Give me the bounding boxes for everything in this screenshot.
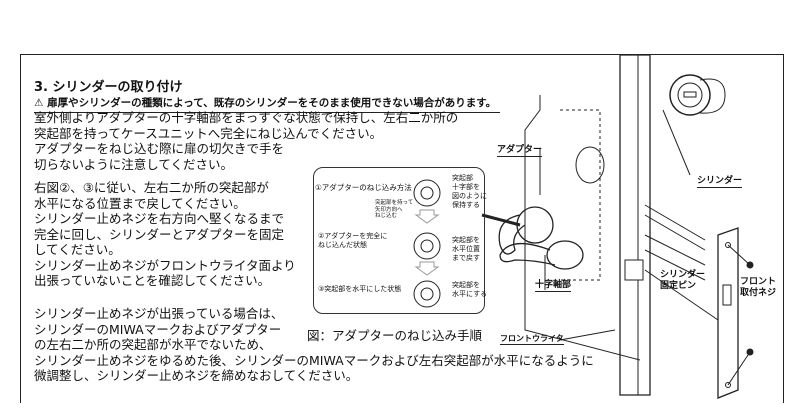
step-1-label: ①アダプターのねじ込み方法: [315, 183, 412, 192]
inset-knobs: [413, 179, 441, 308]
text-line: シリンダーのMIWAマークおよびアダプター: [34, 321, 282, 337]
text-line: 突起部を: [452, 281, 480, 289]
text-line: 突起部: [452, 174, 473, 182]
lever-handle-icon: [498, 206, 584, 270]
step-1-side: 突起部 十字部を 図のように 保持する: [452, 174, 487, 210]
paragraph-2: 右図②、③に従い、左右二か所の突起部が 水平になる位置まで戻してください。 シリ…: [34, 180, 296, 289]
text-line: シリンダー止めネジが出張っている場合は、: [34, 306, 284, 321]
text-line: シリンダー: [660, 270, 706, 280]
section-title: 3. シリンダーの取り付け: [34, 80, 183, 95]
text-line: 十字部を: [452, 183, 480, 191]
text-line: 完全に回し、シリンダーとアダプターを固定: [34, 226, 285, 242]
text-line: してください。: [34, 242, 121, 257]
text-line: 微調整し、シリンダー止めネジを締めなおしてください。: [34, 368, 359, 383]
screw-icon: [746, 261, 754, 356]
text-line: 水平位置: [452, 245, 480, 253]
cylinder-icon: [669, 74, 726, 116]
text-line: まで戻す: [452, 254, 480, 262]
lock-case-front: [619, 54, 651, 396]
page-frame: [20, 54, 784, 403]
figure-caption: 図：アダプターのねじ込み手順: [307, 328, 483, 343]
text-line: 取付ネジ: [740, 288, 777, 298]
text-line: 右図②、③に従い、左右二か所の突起部が: [34, 180, 269, 195]
label-adapter: アダプター: [497, 145, 543, 157]
label-front-writer: フロントウライタ: [500, 334, 564, 345]
step-2-label: ②アダプターを完全に ねじ込んだ状態: [318, 232, 387, 250]
text-line: ねじ込む: [375, 213, 398, 219]
text-line: 出張っていないことを確認してください。: [34, 273, 271, 288]
step-1-note: 突起部を持って 矢印方向へ ねじ込む: [375, 200, 413, 220]
text-line: フロント: [740, 277, 777, 287]
text-line: 水平になる位置まで戻してください。: [34, 195, 246, 211]
label-cross-shaft: 十字軸部: [535, 280, 572, 292]
text-line: 突起部を持って: [375, 200, 414, 206]
step-3-label: ③突起部を水平にした状態: [318, 285, 402, 293]
text-line: ねじ込んだ状態: [318, 241, 367, 249]
text-line: シリンダー止めネジを右方向へ堅くなるまで: [34, 211, 285, 226]
step-2-side: 突起部を 水平位置 まで戻す: [452, 236, 480, 263]
text-line: 図のように: [452, 192, 487, 200]
text-line: 突起部を: [452, 236, 480, 244]
step-3-side: 突起部を 水平にする: [452, 281, 487, 299]
text-line: 固定ピン: [660, 281, 697, 291]
label-cylinder: シリンダー: [697, 176, 743, 188]
warning-note: ⚠ 扉厚やシリンダーの種類によって、既存のシリンダーをそのまま使用できない場合が…: [34, 96, 501, 113]
text-line: アダプターをねじ込む際に扉の切欠きで手を: [34, 141, 285, 156]
text-line: シリンダー止めネジがフロントウライタ面より: [34, 257, 296, 273]
paragraph-3: シリンダー止めネジが出張っている場合は、 シリンダーのMIWAマークおよびアダプ…: [34, 306, 594, 384]
front-plate: [717, 227, 739, 399]
text-line: 切らないように注意してください。: [34, 156, 234, 172]
label-front-screw: フロント 取付ネジ: [740, 277, 776, 299]
text-line: 矢印方向へ: [375, 206, 403, 213]
door-outline: [524, 95, 641, 361]
text-line: シリンダー止めネジをゆるめた後、シリンダーのMIWAマークおよび左右突起部が水平…: [34, 352, 594, 368]
text-line: 水平にする: [452, 290, 488, 298]
paragraph-1: 室外側よりアダプターの十字軸部をまっすぐな状態で保持し、左右二か所の 突起部を持…: [34, 110, 458, 172]
text-line: の左右二か所の突起部が水平でないため、: [34, 337, 272, 352]
text-line: ②アダプターを完全に: [318, 232, 388, 240]
text-line: 突起部を持ってケースユニットへ完全にねじ込んでください。: [34, 125, 383, 141]
adapter-steps-inset: [313, 167, 485, 314]
text-line: 室外側よりアダプターの十字軸部をまっすぐな状態で保持し、左右二か所の: [34, 110, 459, 125]
text-line: 保持する: [452, 201, 480, 209]
label-cylinder-pin: シリンダー 固定ピン: [660, 270, 705, 292]
